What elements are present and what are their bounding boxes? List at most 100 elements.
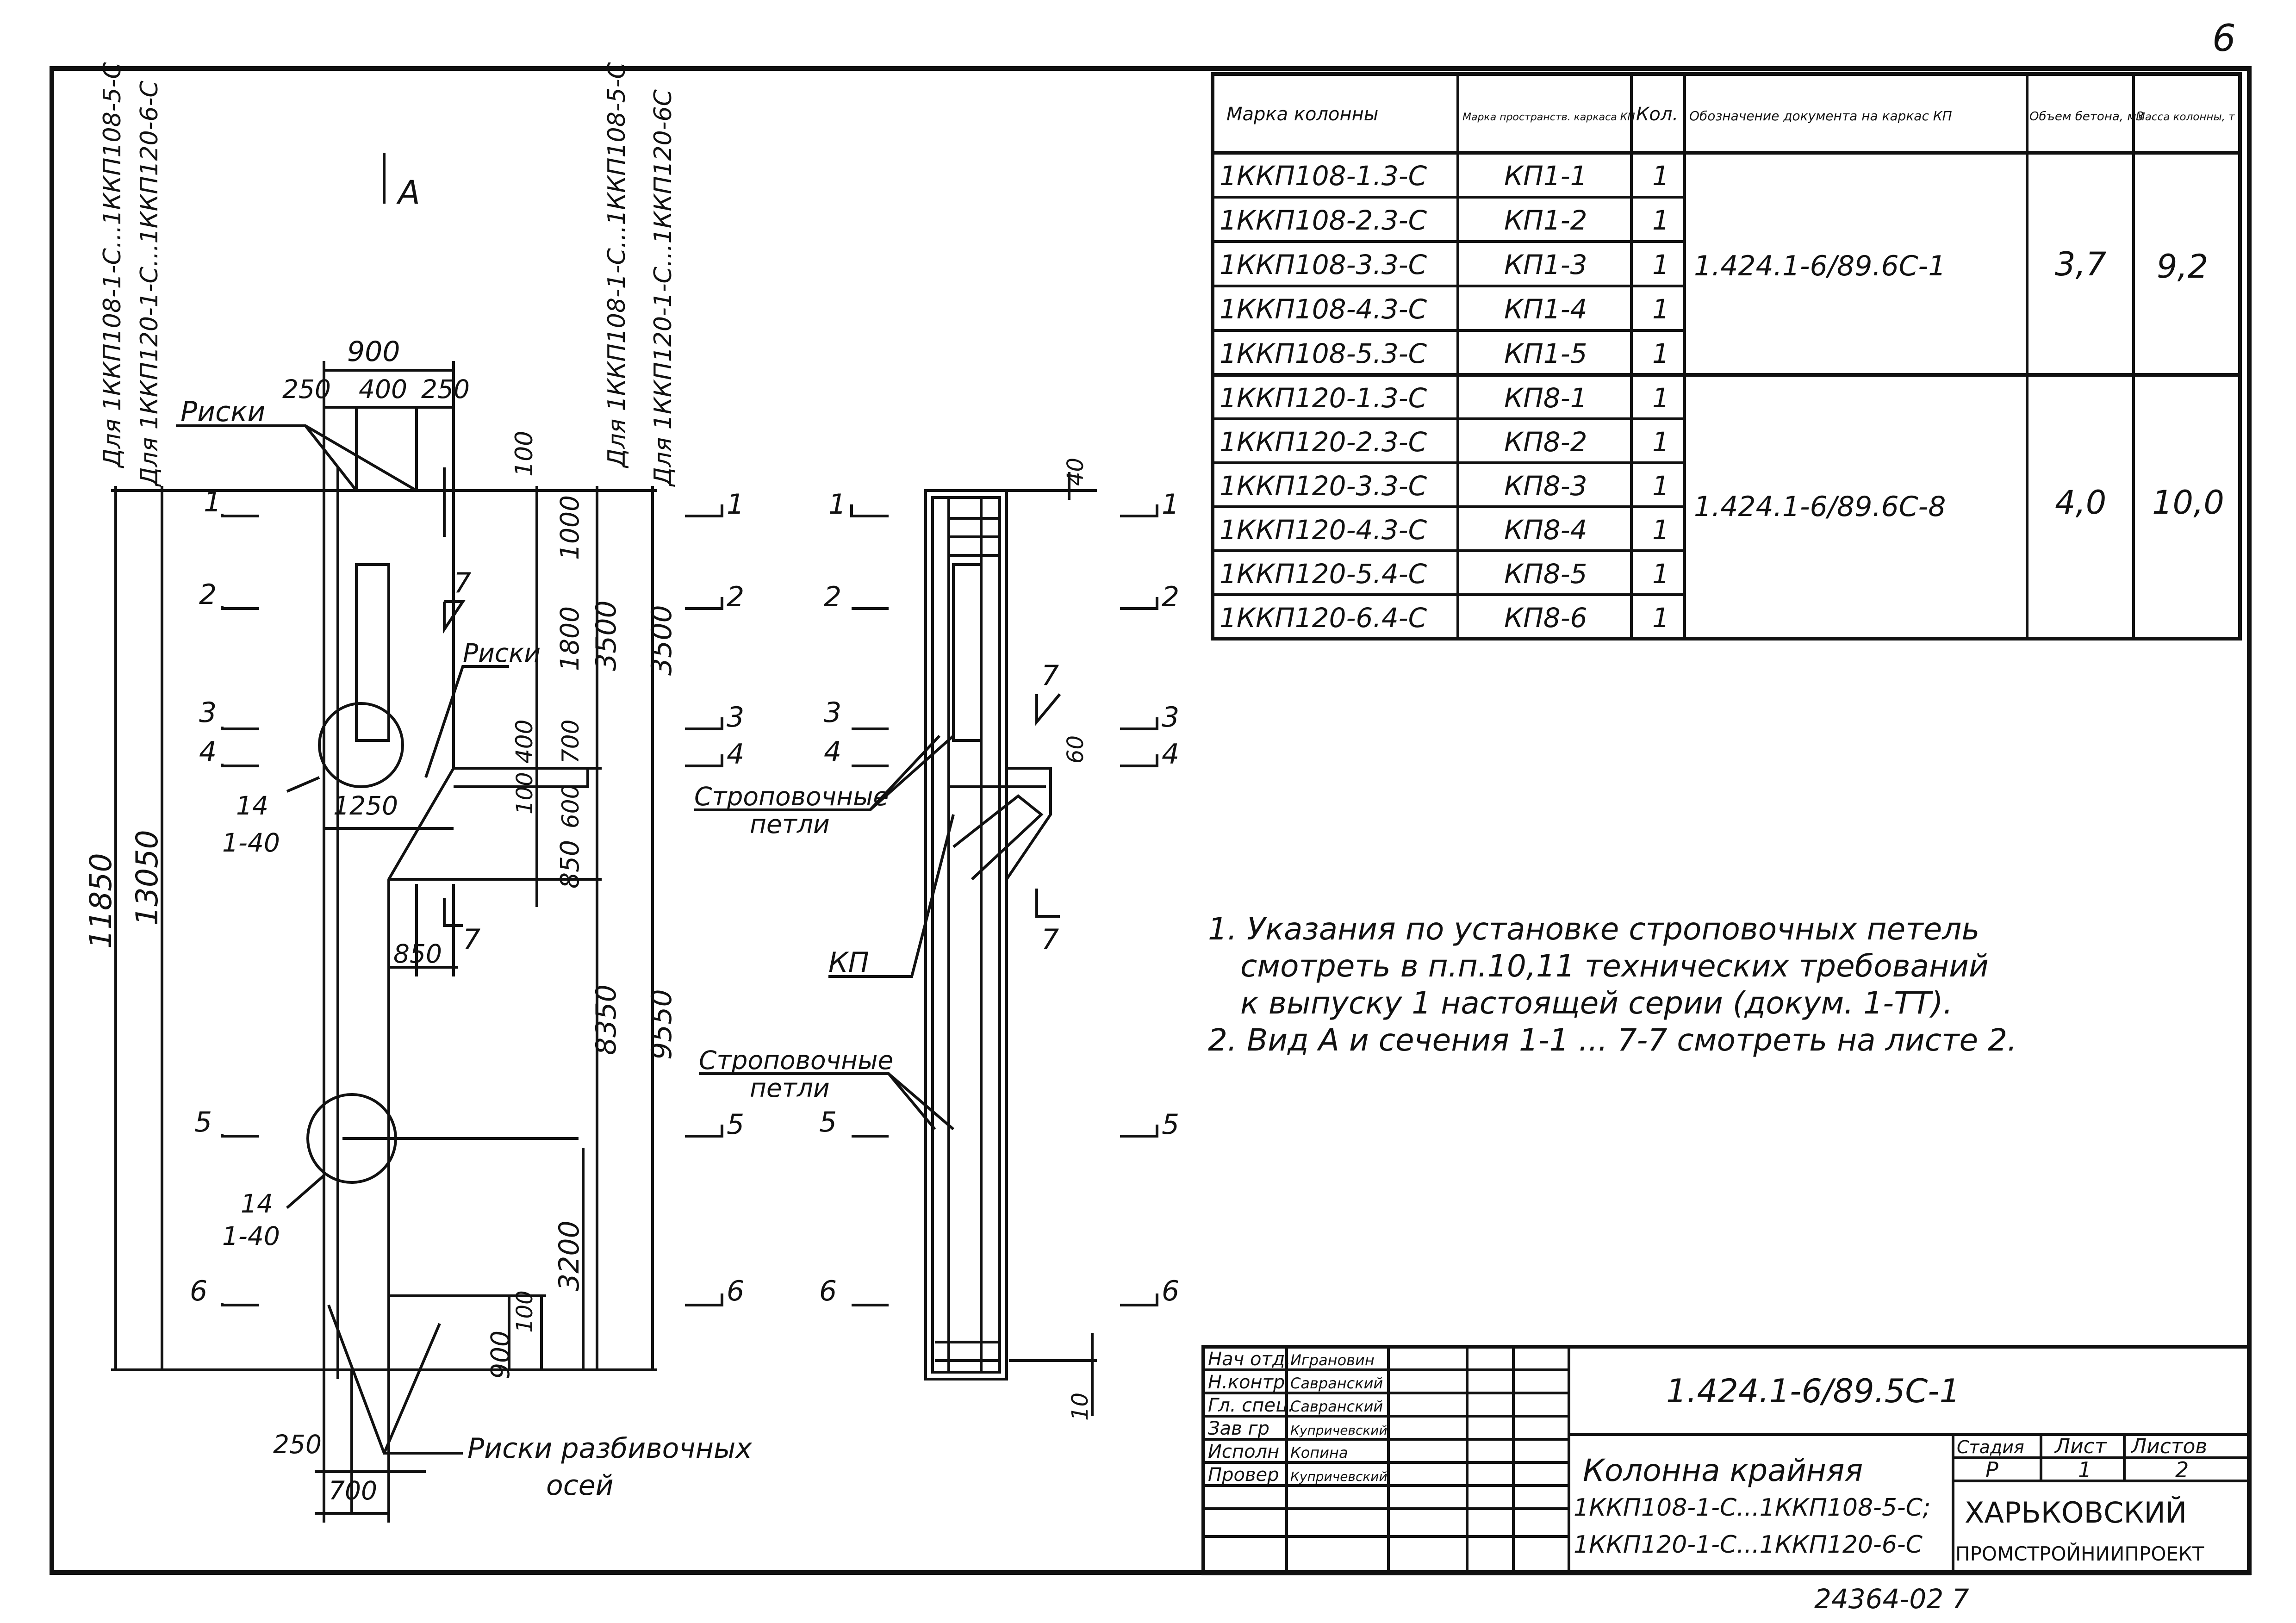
sheet-label: Лист bbox=[2054, 1435, 2107, 1458]
axis-marks-label: Риски разбивочных bbox=[467, 1432, 752, 1465]
dim-1800: 1800 bbox=[555, 606, 585, 671]
dim-10: 10 bbox=[1067, 1393, 1093, 1421]
group-1-volume: 3,7 bbox=[2055, 245, 2106, 283]
table-row-mark: 1ККП108-2.3-С bbox=[1220, 205, 1427, 236]
group-2-mass: 10,0 bbox=[2152, 484, 2224, 522]
view-a-label: А bbox=[396, 174, 420, 211]
section-2-right: 2 bbox=[727, 581, 744, 613]
table-row-mark: 1ККП120-2.3-С bbox=[1220, 426, 1427, 458]
section-2-left: 2 bbox=[199, 578, 217, 611]
table-row-mark: 1ККП120-5.4-С bbox=[1220, 558, 1427, 590]
lifting-loops-label-2: Строповочные bbox=[699, 1045, 893, 1075]
dim-250b: 250 bbox=[421, 374, 470, 404]
table-row-qty: 1 bbox=[1652, 382, 1669, 414]
name: Копина bbox=[1290, 1444, 1348, 1461]
organization-line-2: ПРОМСТРОЙНИИПРОЕКТ bbox=[1955, 1542, 2204, 1565]
dim-1000: 1000 bbox=[555, 495, 585, 560]
spec-table-grid bbox=[1211, 72, 2242, 640]
axis-marks-label-2: осей bbox=[546, 1469, 614, 1502]
role: Н.контр bbox=[1208, 1372, 1285, 1393]
dim-8350: 8350 bbox=[590, 984, 622, 1055]
table-row-frame: КП8-2 bbox=[1504, 426, 1587, 458]
dim-3200: 3200 bbox=[553, 1220, 585, 1291]
lifting-loops-label-1b: петли bbox=[750, 809, 830, 839]
title-block-grid bbox=[1201, 1345, 2251, 1575]
section-6-left: 6 bbox=[190, 1275, 207, 1307]
note-line-3: к выпуску 1 настоящей серии (докум. 1-ТТ… bbox=[1240, 985, 1953, 1021]
dim-250a: 250 bbox=[282, 374, 331, 404]
table-row-qty: 1 bbox=[1652, 293, 1669, 325]
dim-40: 40 bbox=[1063, 458, 1089, 486]
m-section-4-right: 4 bbox=[1162, 738, 1179, 771]
section-4-left: 4 bbox=[199, 736, 217, 768]
group-1-mass: 9,2 bbox=[2157, 248, 2208, 286]
section-3-left: 3 bbox=[199, 696, 217, 729]
m-section-3-left: 3 bbox=[824, 696, 841, 729]
table-row-qty: 1 bbox=[1652, 470, 1669, 502]
role: Исполн bbox=[1208, 1441, 1279, 1462]
sheet-frame bbox=[50, 66, 2252, 1575]
table-row-frame: КП1-1 bbox=[1504, 160, 1587, 192]
m-section-2-left: 2 bbox=[824, 581, 841, 613]
role: Провер bbox=[1208, 1464, 1279, 1486]
name: Купричевский bbox=[1290, 1469, 1388, 1484]
m-section-6-right: 6 bbox=[1162, 1275, 1179, 1307]
notes: 1. Указания по установке строповочных пе… bbox=[1208, 911, 2017, 1058]
organization-line-1: ХАРЬКОВСКИЙ bbox=[1965, 1496, 2187, 1530]
role: Гл. спец. bbox=[1208, 1395, 1294, 1416]
sheets-label: Листов bbox=[2130, 1435, 2207, 1458]
m-section-1-left: 1 bbox=[828, 488, 846, 521]
table-row-qty: 1 bbox=[1652, 205, 1669, 236]
table-header-mass: Масса колонны, т bbox=[2136, 111, 2235, 123]
table-row-frame: КП1-4 bbox=[1504, 293, 1587, 325]
sheet-value: 1 bbox=[2078, 1457, 2091, 1482]
dim-900b: 900 bbox=[485, 1331, 515, 1379]
section-1-right: 1 bbox=[727, 488, 744, 521]
group-2-volume: 4,0 bbox=[2055, 484, 2106, 522]
table-row-mark: 1ККП108-3.3-С bbox=[1220, 249, 1427, 280]
kp-label: КП bbox=[828, 946, 869, 979]
dim-400b: 400 bbox=[511, 720, 538, 764]
table-row-qty: 1 bbox=[1652, 514, 1669, 546]
m-section-3-right: 3 bbox=[1162, 701, 1179, 734]
table-header-qty: Кол. bbox=[1636, 104, 1678, 125]
risk-label-mid: Риски bbox=[463, 638, 541, 668]
dim-1250: 1250 bbox=[333, 791, 398, 821]
stage-label: Стадия bbox=[1957, 1437, 2024, 1457]
table-row-qty: 1 bbox=[1652, 249, 1669, 280]
column-view bbox=[111, 153, 723, 1523]
table-row-qty: 1 bbox=[1652, 558, 1669, 590]
note-line-1: 1. Указания по установке строповочных пе… bbox=[1208, 911, 1979, 947]
table-row-mark: 1ККП120-4.3-С bbox=[1220, 514, 1427, 546]
table-row-frame: КП1-2 bbox=[1504, 205, 1587, 236]
m-section-7-b: 7 bbox=[1041, 923, 1059, 956]
table-row-frame: КП8-3 bbox=[1504, 470, 1587, 502]
table-row-qty: 1 bbox=[1652, 160, 1669, 192]
drawing-subtitle-1: 1ККП108-1-С...1ККП108-5-С; bbox=[1574, 1494, 1931, 1522]
dim-600: 600 bbox=[557, 784, 584, 828]
m-section-7-a: 7 bbox=[1041, 659, 1059, 692]
table-header-frame: Марка пространств. каркаса КП bbox=[1462, 112, 1635, 123]
for-label-2: Для 1ККП120-1-С...1ККП120-6-С bbox=[136, 81, 163, 487]
section-4-right: 4 bbox=[727, 738, 744, 771]
reinforcement-view bbox=[694, 472, 1158, 1416]
table-header-mark: Марка колонны bbox=[1226, 104, 1378, 125]
table-row-mark: 1ККП120-6.4-С bbox=[1220, 602, 1427, 634]
dim-850b: 850 bbox=[393, 939, 442, 969]
dim-900: 900 bbox=[347, 336, 400, 368]
table-row-mark: 1ККП108-1.3-С bbox=[1220, 160, 1427, 192]
stage-value: Р bbox=[1985, 1457, 1998, 1482]
dim-100c: 100 bbox=[512, 1290, 538, 1333]
table-row-qty: 1 bbox=[1652, 338, 1669, 369]
group-1-doc: 1.424.1-6/89.6С-1 bbox=[1694, 250, 1946, 282]
lifting-loops-label-2b: петли bbox=[750, 1073, 830, 1103]
table-row-frame: КП8-5 bbox=[1504, 558, 1587, 590]
risk-label-top: Риски bbox=[180, 396, 265, 428]
role: Нач отд. bbox=[1208, 1349, 1291, 1370]
dim-3500a: 3500 bbox=[590, 600, 622, 671]
name: Савранский bbox=[1290, 1398, 1383, 1415]
role: Зав гр bbox=[1208, 1418, 1269, 1439]
group-2-doc: 1.424.1-6/89.6С-8 bbox=[1694, 491, 1946, 523]
dim-11850: 11850 bbox=[84, 853, 118, 949]
table-row-frame: КП8-1 bbox=[1504, 382, 1587, 414]
